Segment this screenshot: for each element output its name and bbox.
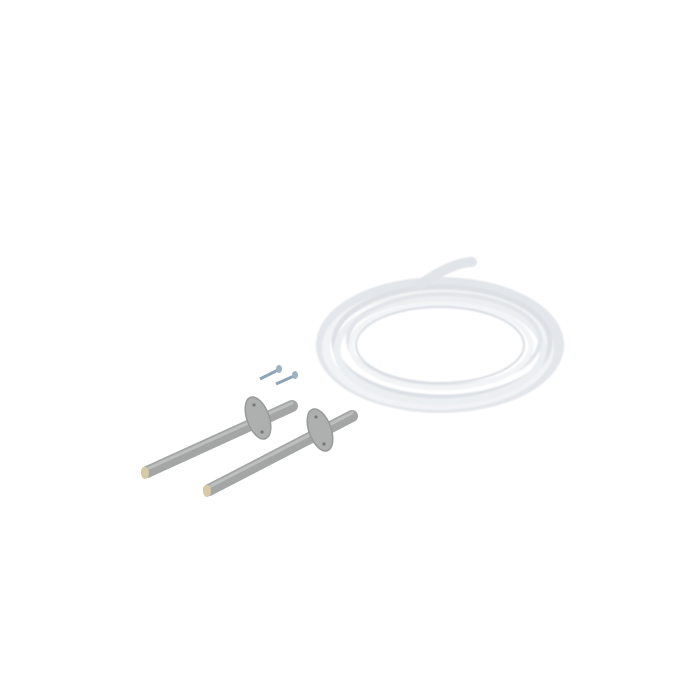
coiled-clear-tube bbox=[316, 257, 564, 413]
screw bbox=[259, 365, 282, 381]
gray-rod-with-flange bbox=[203, 408, 358, 497]
gray-rod-with-flange bbox=[141, 396, 298, 479]
screw bbox=[275, 371, 298, 386]
